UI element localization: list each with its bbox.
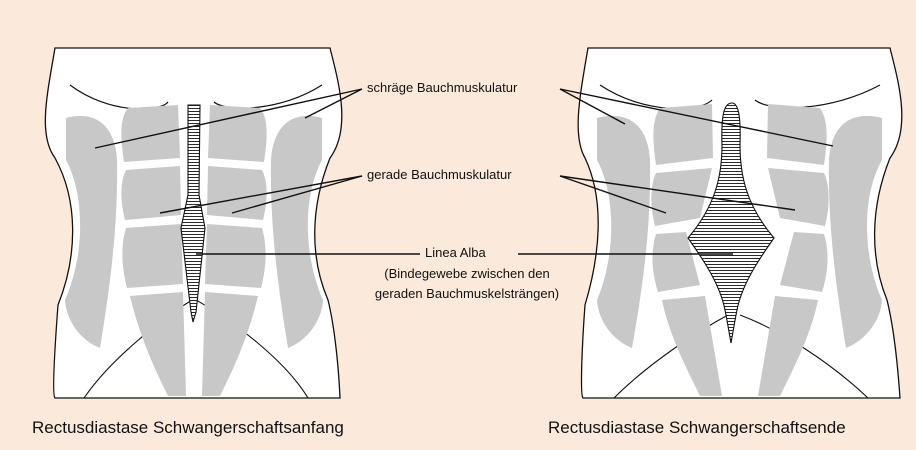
label-oblique-muscles: schräge Bauchmuskulatur [367,80,517,95]
left-rectus-block [205,224,266,288]
left-rectus-block [208,105,267,162]
caption-left: Rectusdiastase Schwangerschaftsanfang [32,418,344,438]
left-rectus-block [121,105,180,162]
label-linea-alba-note-2: geraden Bauchmuskelsträngen) [357,286,577,301]
left-rectus-block [121,166,181,220]
label-linea-alba: Linea Alba [425,245,486,260]
right-torso [578,48,902,398]
left-rectus-block [122,224,183,288]
label-linea-alba-note-1: (Bindegewebe zwischen den [357,266,577,281]
label-rectus-muscles: gerade Bauchmuskulatur [367,167,512,182]
caption-right: Rectusdiastase Schwangerschaftsende [548,418,846,438]
right-rectus-block [653,104,713,165]
left-torso [45,48,341,398]
